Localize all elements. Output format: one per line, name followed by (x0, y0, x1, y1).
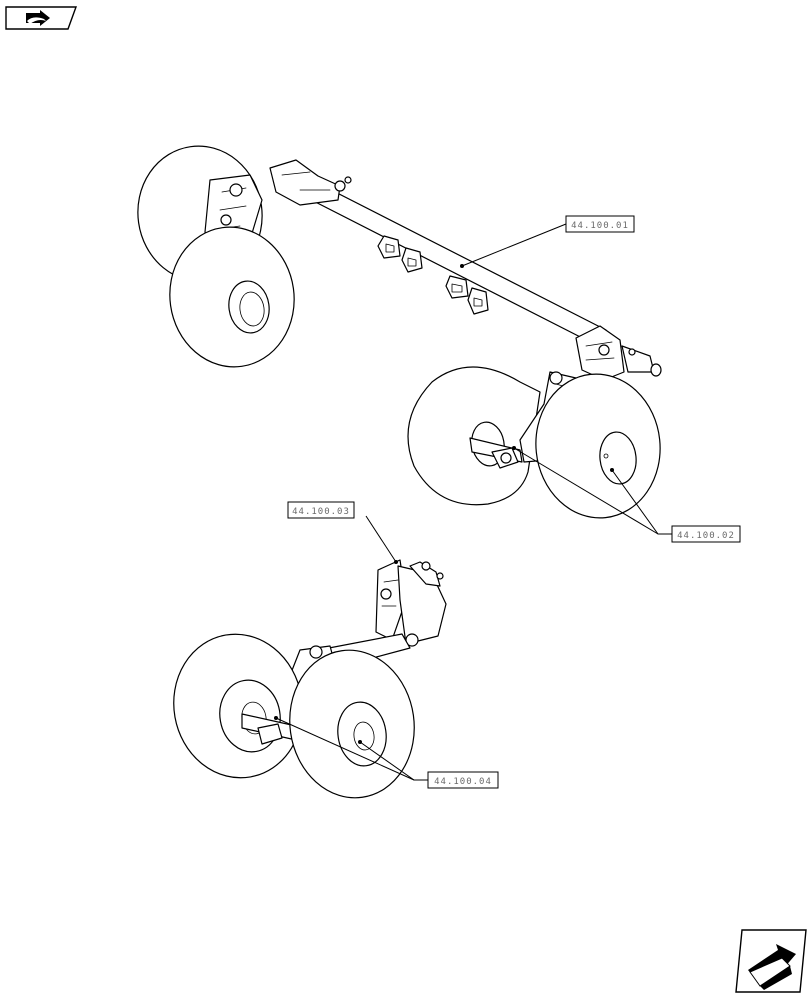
axle-tube (269, 159, 607, 347)
right-wheel-pair-upper (407, 366, 661, 519)
leader-lines (274, 223, 672, 781)
next-page-arrow-icon[interactable] (735, 929, 807, 993)
left-wheel-pair-upper (137, 145, 295, 368)
callout-44-100-01[interactable]: 44.100.01 (565, 215, 635, 233)
callout-label: 44.100.01 (571, 221, 629, 231)
callout-44-100-02[interactable]: 44.100.02 (671, 525, 741, 543)
callout-label: 44.100.02 (677, 531, 735, 541)
axle-hooks (377, 235, 489, 315)
book-arrow-icon[interactable] (5, 6, 77, 30)
callout-label: 44.100.03 (292, 507, 350, 517)
right-axle-bracket (575, 325, 662, 381)
callout-label: 44.100.04 (434, 777, 492, 787)
callout-44-100-03[interactable]: 44.100.03 (287, 501, 355, 519)
lower-wheel-pair (173, 633, 415, 799)
callout-44-100-04[interactable]: 44.100.04 (427, 771, 499, 789)
